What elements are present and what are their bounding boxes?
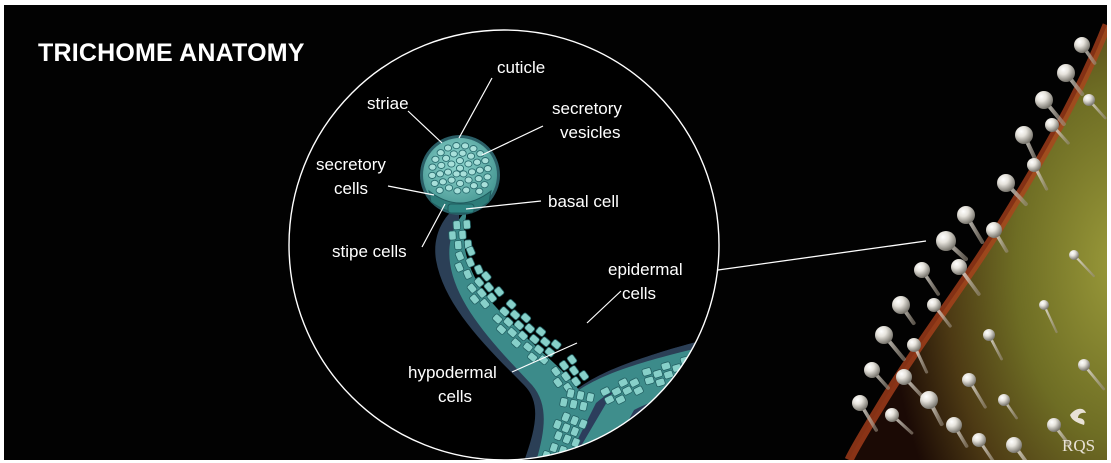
label-secretory-cells-line1: secretory bbox=[316, 155, 386, 174]
trichome-diagram: TRICHOME ANATOMY cuticle striae se bbox=[4, 5, 1107, 460]
label-basal-cell: basal cell bbox=[548, 192, 619, 211]
label-hypodermal-cells-line1: hypodermal bbox=[408, 363, 497, 382]
label-striae: striae bbox=[367, 94, 409, 113]
label-secretory-cells-line2: cells bbox=[334, 179, 368, 198]
label-stipe-cells: stipe cells bbox=[332, 242, 407, 261]
diagram-title: TRICHOME ANATOMY bbox=[38, 39, 305, 67]
label-epidermal-cells-line1: epidermal bbox=[608, 260, 683, 279]
logo-text: RQS bbox=[1062, 436, 1095, 455]
label-secretory-vesicles-line2: vesicles bbox=[560, 123, 620, 142]
label-secretory-vesicles-line1: secretory bbox=[552, 99, 622, 118]
label-hypodermal-cells-line2: cells bbox=[438, 387, 472, 406]
plant-photo bbox=[849, 25, 1107, 460]
label-epidermal-cells-line2: cells bbox=[622, 284, 656, 303]
label-cuticle: cuticle bbox=[497, 58, 545, 77]
diagram-frame: TRICHOME ANATOMY cuticle striae se bbox=[4, 5, 1107, 460]
zoom-connector-line bbox=[718, 241, 926, 270]
